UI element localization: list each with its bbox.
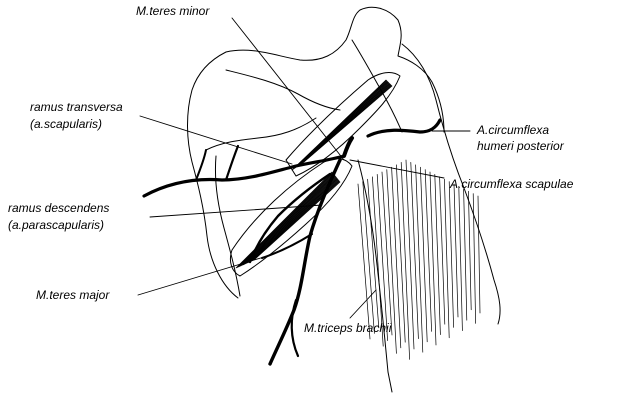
scapula-outline: [188, 7, 445, 298]
label-teres-major: M.teres major: [36, 288, 109, 302]
triceps-fiber: [444, 179, 449, 338]
ramus-transversa-branch: [226, 146, 238, 180]
triceps-fiber: [396, 165, 405, 342]
label-ramus-descendens-line2: (a.parascapularis): [8, 218, 104, 232]
label-teres-minor: M.teres minor: [136, 4, 209, 18]
leader-teres-major: [138, 257, 264, 295]
glenoid-outline: [352, 40, 402, 132]
circumflexa-scapulae-trunk: [344, 138, 352, 156]
teres-major-fiber: [245, 177, 336, 264]
teres-major-fiber: [247, 178, 337, 263]
teres-major-fiber: [236, 172, 332, 268]
teres-major-fibers: [236, 172, 340, 268]
triceps-fiber: [392, 167, 401, 348]
triceps-fiber: [478, 196, 480, 313]
triceps-fiber: [464, 189, 467, 320]
teres-major-fiber: [242, 175, 335, 265]
label-ramus-transversa-line1: ramus transversa: [30, 100, 123, 114]
triceps-fiber: [449, 182, 453, 328]
label-circumflexa-scapulae: A.circumflexa scapulae: [450, 177, 573, 191]
teres-major-fiber: [238, 173, 333, 267]
triceps-fiber: [459, 186, 463, 330]
teres-major-fiber: [244, 176, 336, 264]
label-circumflexa-humeri-line1: A.circumflexa: [477, 123, 549, 137]
triceps-fiber: [435, 174, 441, 334]
ramus-transversa-branch-2: [196, 150, 206, 180]
scapular-ridge-line: [226, 70, 340, 110]
triceps-fiber: [440, 177, 445, 324]
label-triceps-brachii: M.triceps brachii: [304, 321, 391, 335]
triceps-fiber: [468, 191, 471, 310]
teres-major-fiber: [248, 179, 337, 263]
triceps-fiber: [411, 162, 419, 338]
triceps-fiber: [454, 184, 458, 317]
label-ramus-descendens-line1: ramus descendens: [8, 201, 109, 215]
triceps-fiber: [401, 162, 409, 359]
label-circumflexa-humeri-line2: humeri posterior: [477, 139, 564, 153]
triceps-fiber: [406, 160, 414, 349]
label-ramus-transversa-line2: (a.scapularis): [30, 117, 102, 131]
circumflexa-humeri-posterior-artery: [368, 120, 440, 136]
triceps-fiber: [473, 194, 475, 324]
triceps-fiber: [382, 172, 392, 335]
